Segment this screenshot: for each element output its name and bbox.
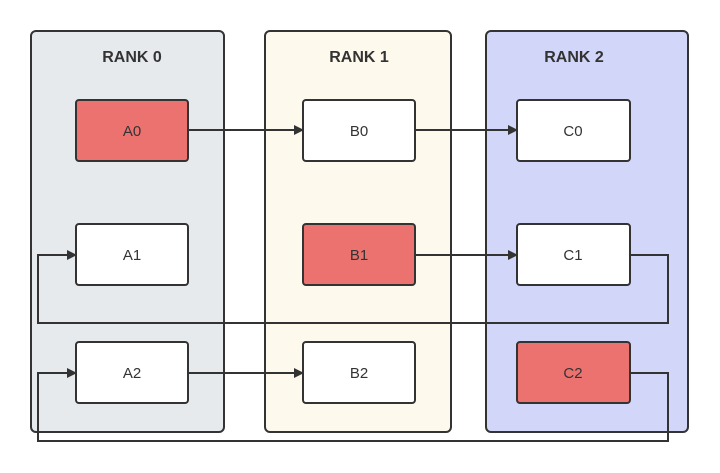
node-b1-label: B1: [350, 247, 368, 264]
node-a2: A2: [75, 341, 189, 404]
node-b0-box: [302, 99, 416, 162]
edge-c2-a2: [37, 368, 669, 442]
node-a1: A1: [75, 223, 189, 286]
node-c2-label: C2: [563, 365, 582, 382]
node-a0-box: [75, 99, 189, 162]
node-a1-box: [75, 223, 189, 286]
node-c1-box: [516, 223, 631, 286]
node-c0-box: [516, 99, 631, 162]
rank-2-title: RANK 2: [544, 49, 604, 66]
node-a0: A0: [75, 99, 189, 162]
node-c0: C0: [516, 99, 631, 162]
node-b0-label: B0: [350, 123, 368, 140]
node-b1: B1: [302, 223, 416, 286]
edge-c1-a1: [37, 250, 669, 324]
node-c1: C1: [516, 223, 631, 286]
node-b2-label: B2: [350, 365, 368, 382]
node-b0: B0: [302, 99, 416, 162]
node-c2: C2: [516, 341, 631, 404]
node-b1-box: [302, 223, 416, 286]
rank-1-title: RANK 1: [329, 49, 389, 66]
rank-0-title: RANK 0: [102, 49, 162, 66]
node-a1-label: A1: [123, 247, 141, 264]
node-c2-box: [516, 341, 631, 404]
node-b2: B2: [302, 341, 416, 404]
node-a0-label: A0: [123, 123, 141, 140]
node-a2-box: [75, 341, 189, 404]
node-c0-label: C0: [563, 123, 582, 140]
node-c1-label: C1: [563, 247, 582, 264]
node-b2-box: [302, 341, 416, 404]
node-a2-label: A2: [123, 365, 141, 382]
edges-layer: [37, 125, 669, 442]
